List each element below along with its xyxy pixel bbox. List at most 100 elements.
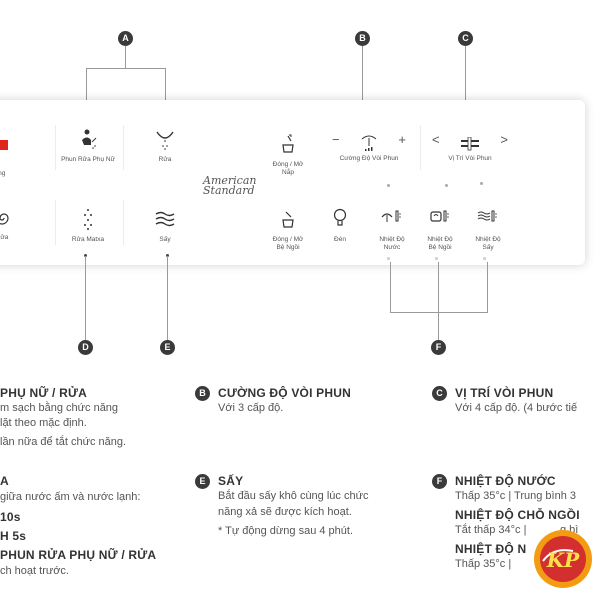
spray-position-control[interactable]: < > Vị Trí Vòi Phun	[430, 133, 510, 163]
position-back-button[interactable]: <	[432, 132, 440, 147]
feminine-wash-icon	[82, 129, 97, 149]
desc-f-heading3: NHIỆT ĐỘ N	[455, 542, 527, 556]
leader-a-left	[86, 68, 87, 124]
desc-c-heading: VỊ TRÍ VÒI PHUN	[455, 386, 554, 400]
badge-b: B	[195, 386, 210, 401]
dryer-icon	[155, 211, 175, 227]
seat-temp-button[interactable]: Nhiệt Độ Bệ Ngồi	[418, 208, 462, 252]
divider	[123, 125, 124, 170]
wash-button[interactable]: Rửa	[138, 128, 192, 164]
desc-a-line3: lần nữa để tắt chức năng.	[0, 436, 127, 448]
desc-d-line5: ch hoạt trước.	[0, 565, 69, 577]
divider	[55, 125, 56, 170]
massage-label: Rửa Matxa	[71, 236, 105, 243]
spray-strength-label: Cường Độ Vòi Phun	[339, 155, 399, 162]
leader-e	[167, 256, 168, 340]
lid-open-close-button[interactable]: Đóng / Mở Nắp	[263, 133, 313, 177]
spray-position-label: Vị Trí Vòi Phun	[448, 155, 492, 162]
light-button[interactable]: Đèn	[322, 208, 358, 244]
water-temp-icon	[381, 210, 401, 222]
callout-e: E	[160, 340, 175, 355]
desc-d-heading: A	[0, 474, 9, 488]
callout-c: C	[458, 31, 473, 46]
leader-a-right	[165, 68, 166, 124]
seat-temp-label-2: Bệ Ngồi	[428, 244, 452, 251]
feminine-wash-button[interactable]: Phun Rửa Phụ Nữ	[48, 128, 128, 164]
divider	[55, 200, 56, 245]
callout-a: A	[118, 31, 133, 46]
seat-label-2: Bệ Ngồi	[276, 244, 300, 251]
wash-icon	[156, 131, 174, 150]
minus-button[interactable]: −	[332, 132, 340, 147]
seat-open-close-button[interactable]: Đóng / Mở Bệ Ngồi	[263, 208, 313, 252]
divider	[420, 125, 421, 170]
callout-f: F	[431, 340, 446, 355]
leader-b	[362, 46, 363, 126]
plus-button[interactable]: +	[398, 132, 406, 147]
dry-button[interactable]: Sấy	[140, 208, 190, 244]
indicator-dot	[480, 182, 483, 185]
water-temp-button[interactable]: Nhiệt Độ Nước	[370, 208, 414, 252]
lid-label-2: Nắp	[282, 169, 294, 176]
leader-a-stem	[125, 46, 126, 68]
kp-stamp-text: KP	[546, 548, 580, 572]
badge-f: F	[432, 474, 447, 489]
desc-f-heading1: NHIỆT ĐỘ NƯỚC	[455, 474, 556, 488]
desc-e-line2: năng xả sẽ được kích hoạt.	[218, 506, 352, 518]
badge-e: E	[195, 474, 210, 489]
dryer-temp-label-2: Sấy	[482, 244, 494, 251]
desc-e-line1: Bắt đầu sấy khô cùng lúc chức	[218, 490, 369, 502]
desc-b-line1: Với 3 cấp độ.	[218, 402, 284, 414]
spray-position-icon	[461, 137, 479, 151]
left-cut-label: Rửa	[0, 234, 9, 241]
feminine-wash-label: Phun Rửa Phụ Nữ	[61, 156, 115, 163]
desc-d-line3: H 5s	[0, 529, 27, 543]
leader-d	[85, 256, 86, 340]
seat-label-1: Đóng / Mở	[272, 236, 304, 243]
leader-pin	[84, 254, 87, 257]
badge-c: C	[432, 386, 447, 401]
indicator-dot	[387, 184, 390, 187]
desc-f-line3: Thấp 35°c |	[455, 558, 512, 570]
massage-wash-button[interactable]: Rửa Matxa	[58, 208, 118, 244]
desc-f-heading2: NHIỆT ĐỘ CHỖ NGỒI	[455, 508, 580, 522]
toilet-lid-icon	[282, 134, 294, 153]
dryer-temp-label-1: Nhiệt Độ	[475, 236, 501, 243]
indicator-dot	[387, 257, 390, 260]
desc-a-heading: PHỤ NỮ / RỬA	[0, 386, 87, 400]
top-left-label: ong	[0, 170, 6, 177]
desc-d-line2: 10s	[0, 510, 21, 524]
leader-f-left	[390, 262, 391, 312]
spray-strength-control[interactable]: − + Cường Độ Vòi Phun	[328, 133, 410, 163]
seat-temp-icon	[430, 210, 449, 222]
seat-temp-label-1: Nhiệt Độ	[427, 236, 453, 243]
light-label: Đèn	[334, 236, 346, 243]
indicator-dot	[483, 257, 486, 260]
kp-stamp-logo: KP	[533, 529, 593, 589]
desc-a-line1: m sạch bằng chức năng	[0, 402, 119, 414]
desc-e-line3: * Tự động dừng sau 4 phút.	[218, 525, 354, 537]
desc-d-line4: PHUN RỬA PHỤ NỮ / RỬA	[0, 548, 157, 562]
spray-strength-icon	[361, 135, 377, 151]
indicator-dot	[435, 257, 438, 260]
desc-f-line1: Thấp 35°c | Trung bình 3	[455, 490, 576, 502]
kp-badge-icon	[534, 530, 592, 588]
indicator-dot	[445, 184, 448, 187]
leader-a-bar	[86, 68, 166, 69]
leader-pin	[166, 254, 169, 257]
position-forward-button[interactable]: >	[500, 132, 508, 147]
leader-f-mid	[438, 262, 439, 340]
divider	[123, 200, 124, 245]
toilet-seat-icon	[282, 211, 294, 228]
desc-c-line1: Với 4 cấp độ. (4 bước tiế	[455, 402, 578, 414]
power-indicator-icon	[0, 140, 8, 150]
massage-icon	[84, 209, 92, 230]
wash-label: Rửa	[158, 156, 172, 163]
left-cut-button[interactable]: Rửa	[0, 208, 14, 242]
desc-b-heading: CƯỜNG ĐỘ VÒI PHUN	[218, 386, 351, 400]
desc-d-line1: giữa nước ấm và nước lạnh:	[0, 491, 141, 503]
water-temp-label-2: Nước	[383, 244, 401, 251]
dryer-temp-button[interactable]: Nhiệt Độ Sấy	[466, 208, 510, 252]
spiral-icon	[0, 213, 9, 225]
